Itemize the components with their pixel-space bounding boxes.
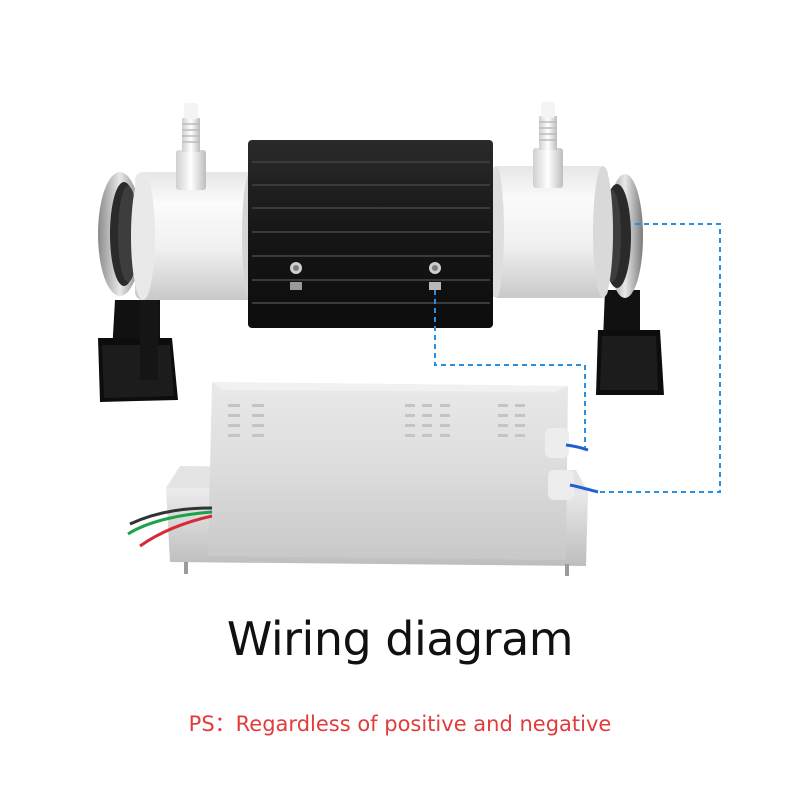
left-nozzle xyxy=(176,103,206,190)
right-nozzle xyxy=(533,102,563,188)
left-white-housing xyxy=(131,172,258,300)
wiring-illustration xyxy=(98,102,721,576)
polarity-note: PS：Regardless of positive and negative xyxy=(0,708,800,738)
left-end-flange xyxy=(98,172,142,296)
note-text: Regardless of positive and negative xyxy=(235,712,612,736)
dashed-wire-heatsink xyxy=(434,290,586,448)
dashed-wire-electrode xyxy=(600,223,721,493)
wire-icon xyxy=(127,223,721,548)
note-prefix: PS： xyxy=(188,712,236,736)
heatsink xyxy=(248,140,493,328)
ozone-tube-icon xyxy=(98,102,664,402)
left-bracket xyxy=(98,300,178,402)
power-supply-icon xyxy=(166,382,588,576)
right-bracket xyxy=(596,290,664,395)
diagram-title: Wiring diagram xyxy=(226,612,574,666)
